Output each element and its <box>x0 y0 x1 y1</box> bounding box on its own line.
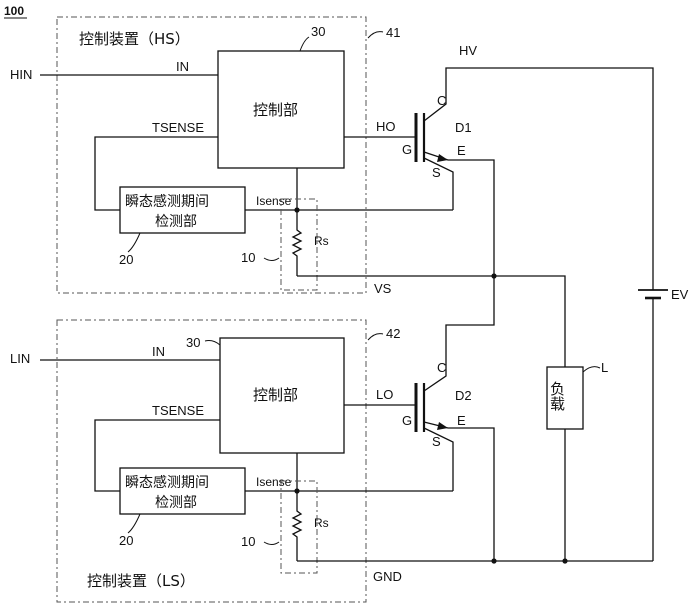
hs-device-ref: 41 <box>386 25 400 40</box>
ls-controller-label: 控制部 <box>253 386 298 404</box>
ls-detector-block <box>119 467 246 515</box>
midpoint-to-load-wire <box>494 275 566 367</box>
hs-isense-junction <box>294 207 300 213</box>
hs-transistor-label: D1 <box>455 120 472 135</box>
ls-collector-wire <box>423 368 447 392</box>
hs-output-label: HO <box>376 119 396 134</box>
ls-detector-line1: 瞬态感测期间 <box>125 474 209 491</box>
midpoint-to-ls-collector-wire <box>445 276 495 368</box>
hs-device-boundary <box>56 16 367 294</box>
hs-collector-wire <box>423 67 654 290</box>
hs-sense-wire <box>423 157 454 210</box>
hs-emitter-label: E <box>457 143 466 158</box>
hs-controller-ref: 30 <box>311 24 325 39</box>
hs-detector-line2: 检测部 <box>155 214 197 230</box>
hs-detector-ref: 20 <box>119 252 133 267</box>
hs-gate-label: G <box>402 142 412 157</box>
hs-input-pin: HIN <box>10 67 32 82</box>
ls-controller-ref-leader <box>204 340 221 346</box>
hs-collector-label: C <box>437 93 446 108</box>
ls-gate-label: G <box>402 413 412 428</box>
ls-ground-label: GND <box>373 569 402 584</box>
hs-tsense-wire <box>94 136 218 211</box>
ls-device-boundary <box>56 319 367 603</box>
hs-tsense-label: TSENSE <box>152 120 204 135</box>
ls-device-title: 控制装置（LS） <box>87 572 195 590</box>
ls-emitter-wire <box>423 421 495 561</box>
ls-isense-label: Isense <box>256 475 292 489</box>
ls-in-label: IN <box>152 344 165 359</box>
hs-rs-label: Rs <box>314 234 329 248</box>
hs-device-ref-leader <box>367 31 384 39</box>
ls-tsense-label: TSENSE <box>152 403 204 418</box>
hs-resistor-ref: 10 <box>241 250 255 265</box>
ls-device-ref-leader <box>367 333 384 341</box>
ls-detector-line2: 检测部 <box>155 495 197 511</box>
ls-isense-junction <box>294 488 300 494</box>
hs-controller-label: 控制部 <box>253 101 298 119</box>
ls-emitter-arrow <box>437 422 448 430</box>
ls-detector-ref: 20 <box>119 533 133 548</box>
hs-sense-label: S <box>432 165 441 180</box>
ls-device-ref: 42 <box>386 326 400 341</box>
hs-resistor-boundary <box>280 198 318 291</box>
hs-ground-label: VS <box>374 281 392 296</box>
ls-rs-resistor <box>291 506 303 561</box>
ls-collector-label: C <box>437 360 446 375</box>
ls-tsense-wire <box>94 419 220 492</box>
hs-detector-ref-leader <box>127 232 141 253</box>
ls-transistor-label: D2 <box>455 388 472 403</box>
hs-controller-block <box>217 50 345 169</box>
hs-device-title: 控制装置（HS） <box>79 30 190 48</box>
ls-controller-block <box>219 337 345 454</box>
load-label: 负载 <box>548 381 566 412</box>
hs-detector-block <box>119 186 246 234</box>
figure-number: 100 <box>4 4 24 18</box>
hs-in-label: IN <box>176 59 189 74</box>
ls-resistor-ref: 10 <box>241 534 255 549</box>
hs-emitter-wire <box>423 151 495 276</box>
hs-detector-line1: 瞬态感测期间 <box>125 193 209 210</box>
ls-emitter-label: E <box>457 413 466 428</box>
ls-rs-label: Rs <box>314 516 329 530</box>
ls-detector-ref-leader <box>127 513 141 534</box>
ls-sense-wire <box>423 427 454 491</box>
hs-isense-label: Isense <box>256 194 292 208</box>
ls-resistor-boundary <box>280 480 318 574</box>
ls-input-pin: LIN <box>10 351 30 366</box>
load-block <box>546 366 584 430</box>
hs-emitter-arrow <box>437 154 448 162</box>
hs-controller-ref-leader <box>299 36 310 52</box>
hs-supply-label: HV <box>459 43 477 58</box>
hs-rs-resistor <box>291 225 303 276</box>
supply-label: EV <box>671 287 689 302</box>
ls-controller-ref: 30 <box>186 335 200 350</box>
load-ref: L <box>601 360 608 375</box>
load-ref-leader <box>582 366 601 373</box>
hs-resistor-ref-leader <box>263 257 280 261</box>
ls-sense-label: S <box>432 434 441 449</box>
ground-junction-load <box>562 558 568 564</box>
ls-output-label: LO <box>376 387 393 402</box>
ls-resistor-ref-leader <box>263 541 280 545</box>
